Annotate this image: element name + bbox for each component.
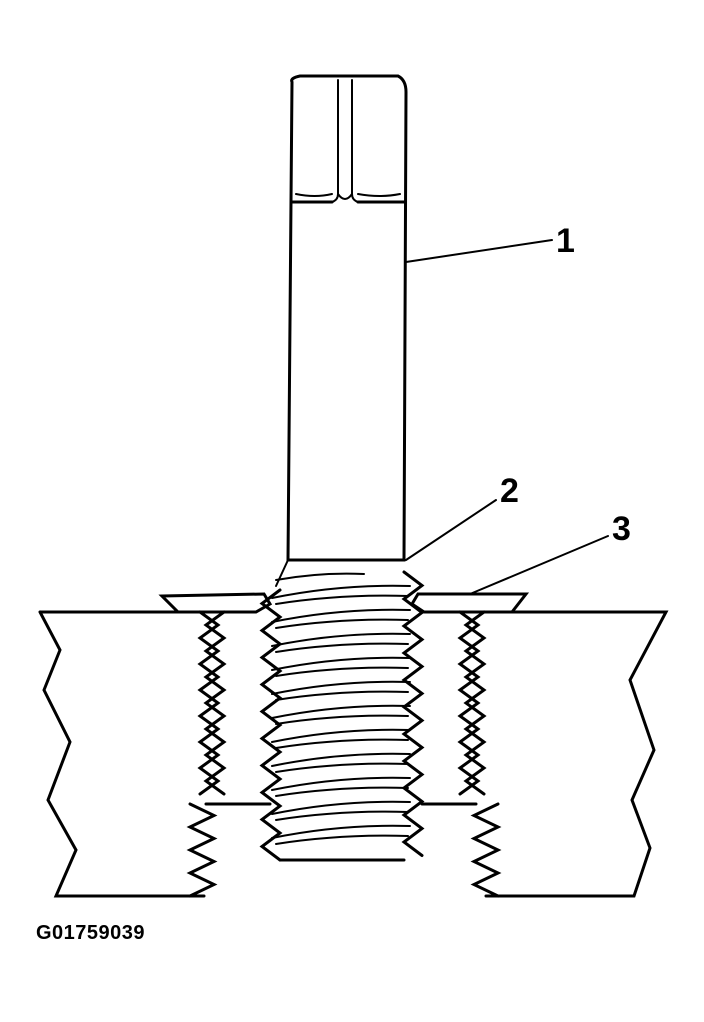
tool-thread-line xyxy=(271,704,411,719)
tool-thread-line xyxy=(275,572,365,581)
leader-2 xyxy=(405,499,497,561)
tool-thread-line xyxy=(275,810,409,821)
callout-2: 2 xyxy=(500,472,519,510)
housing-thread-left-lower xyxy=(186,802,218,898)
tool-thread-line xyxy=(275,762,409,773)
housing-thread-right-lower xyxy=(470,802,502,898)
insert-threads xyxy=(186,610,502,898)
tool-thread-line xyxy=(271,584,411,599)
thread-insert-flange xyxy=(158,592,530,614)
tool-threaded-tip xyxy=(259,559,425,862)
tool-thread-line xyxy=(271,776,411,791)
tool-thread-line xyxy=(275,738,409,749)
tool-thread-line xyxy=(275,594,409,605)
tool-thread-right-wall xyxy=(401,570,425,857)
tool-thread-line xyxy=(275,714,409,725)
tool-thread-line xyxy=(271,656,411,671)
workpiece-housing xyxy=(38,610,669,898)
installer-tool xyxy=(286,74,408,562)
tool-thread-line xyxy=(271,752,411,767)
insert-thread-right-inner xyxy=(457,610,481,796)
insert-thread-left-inner xyxy=(203,610,227,796)
callout-1: 1 xyxy=(556,222,575,260)
tool-thread-line xyxy=(275,786,409,797)
tool-thread-line xyxy=(275,666,409,677)
callout-3: 3 xyxy=(612,510,631,548)
leader-1 xyxy=(405,239,553,263)
tool-thread-line xyxy=(271,728,411,743)
tool-thread-line xyxy=(271,800,411,815)
tool-thread-line xyxy=(275,834,409,845)
tool-thread-left-wall xyxy=(259,588,283,862)
tool-thread-line xyxy=(271,680,411,695)
tool-thread-line xyxy=(275,642,409,653)
tool-thread-line xyxy=(271,824,411,839)
tool-thread-line xyxy=(271,632,411,647)
tool-shank-transition xyxy=(275,559,289,587)
tool-thread-line xyxy=(275,690,409,701)
housing-thread-left-upper xyxy=(197,610,221,796)
leader-3 xyxy=(469,535,609,595)
tool-thread-line xyxy=(275,618,409,629)
housing-thread-right-upper xyxy=(463,610,487,796)
tool-thread-line xyxy=(271,608,411,623)
figure-id: G01759039 xyxy=(36,922,146,944)
leader-lines xyxy=(405,239,609,595)
